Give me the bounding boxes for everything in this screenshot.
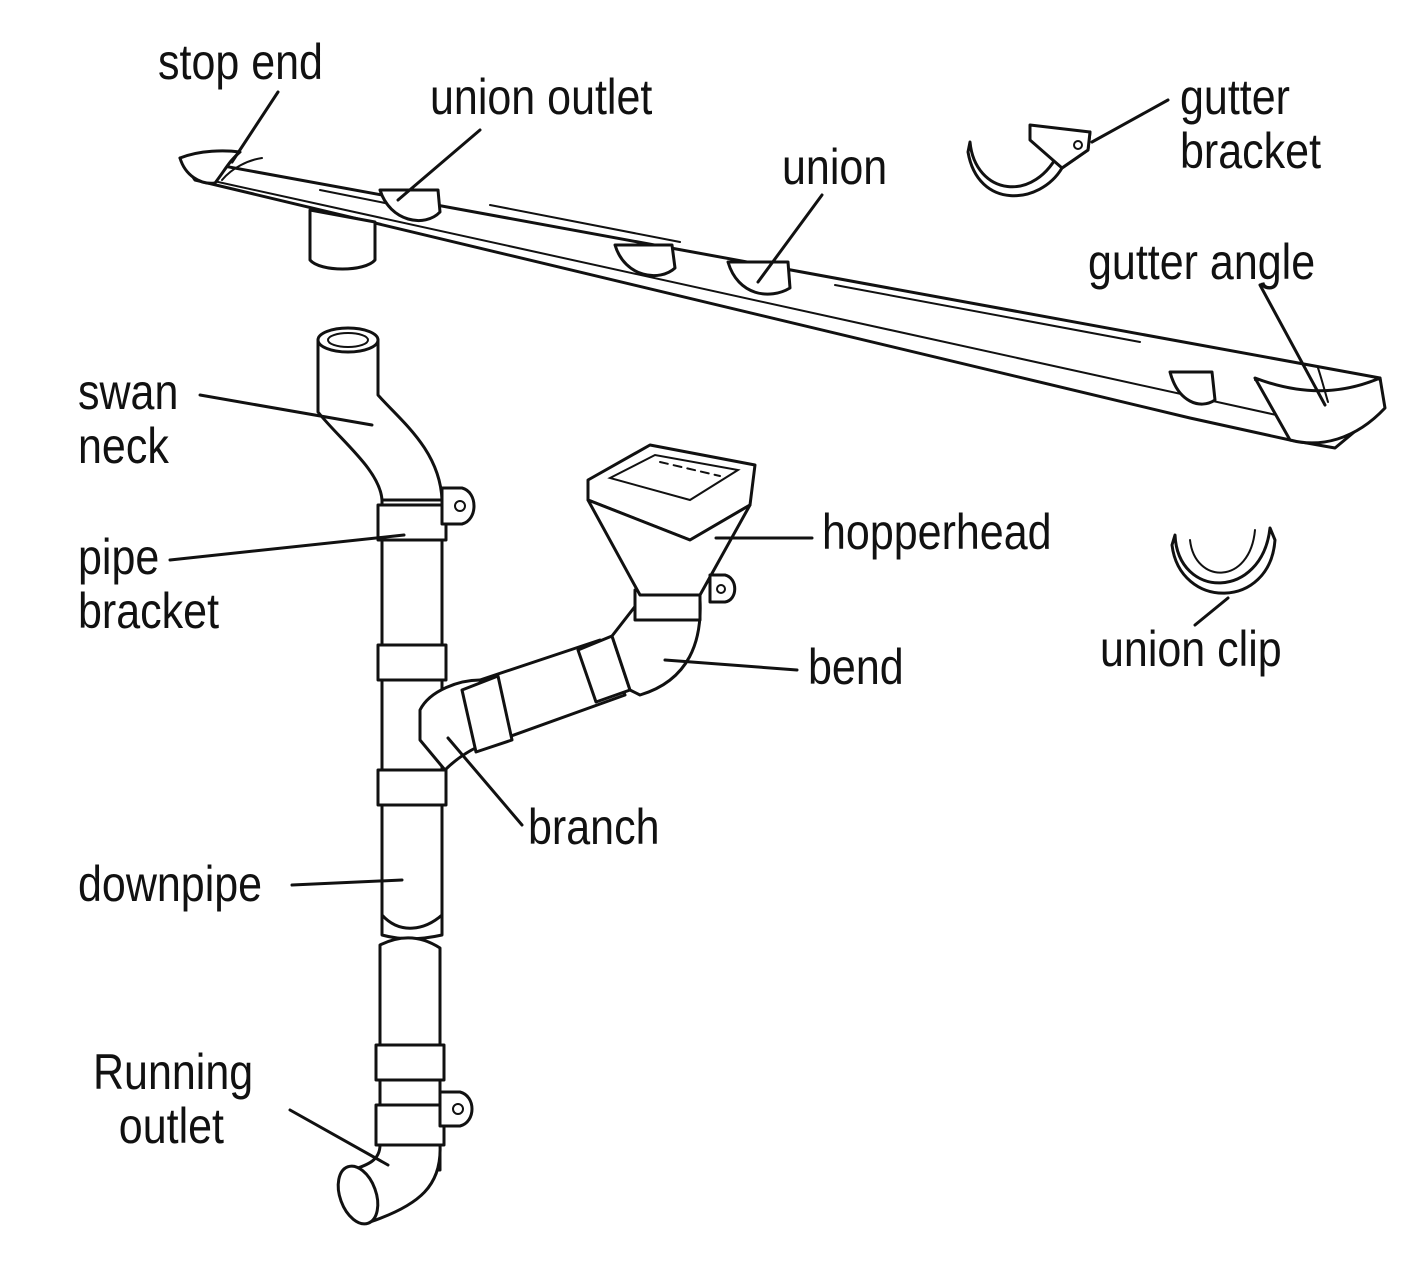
branch-part bbox=[418, 634, 632, 772]
gutter-angle-part bbox=[1253, 376, 1387, 445]
leader-branch bbox=[446, 736, 524, 827]
label-stop-end: stop end bbox=[158, 34, 323, 90]
gutter-bracket-part bbox=[966, 123, 1092, 198]
leader-running-outlet bbox=[288, 1108, 390, 1167]
leader-lines bbox=[168, 90, 1327, 1167]
label-gutter-bracket: gutter bracket bbox=[1180, 69, 1322, 179]
label-swan-neck: swan neck bbox=[78, 364, 179, 474]
leader-pipe-bracket bbox=[168, 533, 406, 562]
leader-union-outlet bbox=[396, 128, 482, 202]
union-clip-part bbox=[1170, 526, 1277, 595]
running-outlet-part bbox=[336, 1143, 442, 1226]
leader-swan-neck bbox=[198, 393, 374, 427]
label-branch: branch bbox=[528, 799, 660, 855]
label-bend: bend bbox=[808, 639, 904, 695]
label-union-outlet: union outlet bbox=[430, 69, 653, 125]
label-running-outlet: Running outlet bbox=[93, 1044, 254, 1154]
union-part bbox=[726, 260, 792, 296]
label-gutter-angle: gutter angle bbox=[1088, 234, 1316, 290]
label-downpipe: downpipe bbox=[78, 856, 263, 912]
leader-union bbox=[756, 193, 824, 284]
hopperhead-part bbox=[586, 443, 757, 604]
leader-bend bbox=[663, 658, 799, 672]
leader-gutter-bracket bbox=[1090, 98, 1170, 144]
leader-gutter-angle bbox=[1258, 283, 1327, 407]
leader-union-clip bbox=[1193, 596, 1230, 627]
label-hopperhead: hopperhead bbox=[822, 504, 1052, 560]
swan-neck-part bbox=[316, 326, 444, 502]
downpipe-lower bbox=[374, 936, 474, 1172]
leader-stop-end bbox=[230, 90, 280, 164]
union-outlet-part bbox=[378, 188, 442, 222]
bend-part bbox=[610, 588, 702, 697]
pipe-bracket-collar bbox=[376, 503, 448, 542]
label-union-clip: union clip bbox=[1100, 621, 1282, 677]
label-union: union bbox=[782, 139, 888, 195]
leader-downpipe bbox=[290, 878, 404, 887]
gutter-run bbox=[178, 149, 1387, 450]
union-outlet-drop bbox=[308, 208, 377, 271]
stop-end-part bbox=[178, 149, 242, 185]
label-pipe-bracket: pipe bracket bbox=[78, 529, 220, 639]
